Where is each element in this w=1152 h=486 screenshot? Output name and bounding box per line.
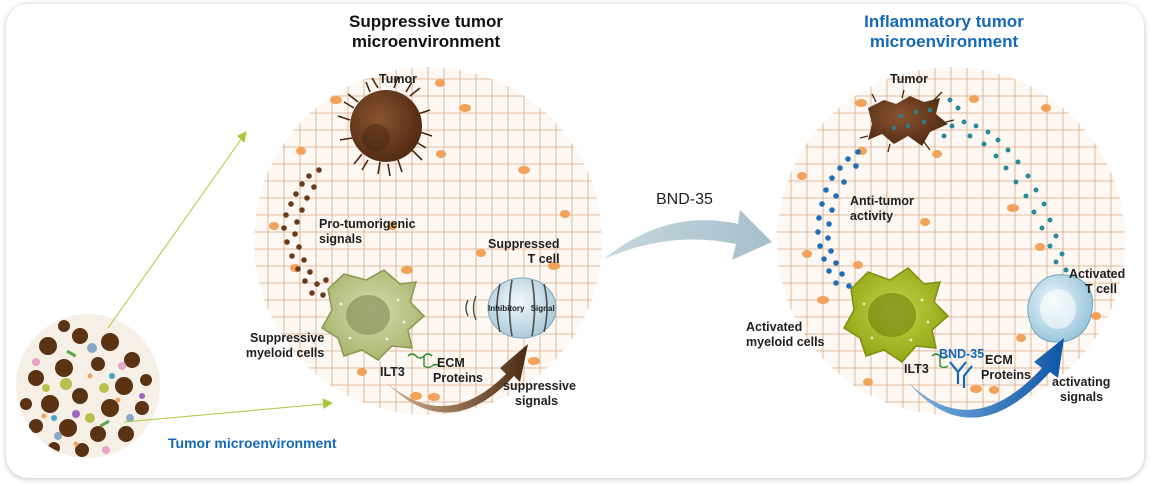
right-tumor-cell xyxy=(859,89,955,153)
suppressive-myeloid-line1: Suppressive xyxy=(250,331,325,345)
activated-myeloid-label: Activated myeloid cells xyxy=(746,320,825,350)
anti-tumor-dots xyxy=(815,149,861,289)
activating-signal-arrow xyxy=(908,338,1064,418)
suppressive-signals-line2: signals xyxy=(515,394,559,408)
anti-tumor-line2: activity xyxy=(850,209,894,223)
left-title-line2: microenvironment xyxy=(351,32,501,51)
right-title-line1: Inflammatory tumor xyxy=(864,12,1024,31)
anti-tumor-line1: Anti-tumor xyxy=(850,194,914,208)
suppressed-line2: T cell xyxy=(527,252,560,266)
left-tumor-label: Tumor xyxy=(379,72,417,86)
pro-tumorigenic-line1: Pro-tumorigenic xyxy=(319,217,416,231)
tumor-microenvironment-thumbnail xyxy=(16,314,160,458)
left-ecm-line2: Proteins xyxy=(433,371,484,385)
zoom-connector-arrows xyxy=(107,131,334,423)
activated-t-line2: T cell xyxy=(1085,282,1117,296)
bnd35-treatment-label: BND-35 xyxy=(656,191,713,208)
suppressive-signals-label: suppressive signals xyxy=(503,379,576,409)
right-matrix-grid xyxy=(777,67,1125,415)
right-bnd35-label: BND-35 xyxy=(939,347,985,361)
activated-myeloid-line2: myeloid cells xyxy=(746,335,825,349)
right-ecm-label: ECM Proteins xyxy=(981,353,1031,383)
activating-signals-label: activating signals xyxy=(1052,375,1110,405)
suppressed-t-cell-label: Suppressed T cell xyxy=(488,237,560,267)
activating-signals-line2: signals xyxy=(1060,390,1104,404)
pro-tumorigenic-dots xyxy=(281,167,329,298)
inhibitory-waves xyxy=(465,295,477,321)
activated-myeloid-cell xyxy=(842,267,950,363)
left-tumor-cell xyxy=(337,76,433,177)
left-panel-title: Suppressive tumor microenvironment xyxy=(336,12,516,52)
activating-dots xyxy=(941,97,1069,273)
signal-word: Signal xyxy=(530,304,555,313)
suppressive-myeloid-line2: myeloid cells xyxy=(245,346,325,360)
tumor-microenvironment-label: Tumor microenvironment xyxy=(168,435,337,451)
pro-tumorigenic-label: Pro-tumorigenic signals xyxy=(319,217,416,247)
suppressive-myeloid-label: Suppressive myeloid cells xyxy=(236,331,325,361)
left-ecm-line1: ECM xyxy=(437,356,465,370)
right-ecm-line2: Proteins xyxy=(981,368,1032,382)
bnd35-antibody xyxy=(949,361,973,388)
inhibitory-word: Inhibitory xyxy=(488,304,525,313)
figure-frame: Suppressive tumor microenvironment Infla… xyxy=(6,4,1144,478)
ilt3-receptor-left xyxy=(407,353,441,369)
pro-tumorigenic-line2: signals xyxy=(319,232,363,246)
suppressive-signals-line1: suppressive xyxy=(503,379,576,393)
right-title-line2: microenvironment xyxy=(869,32,1019,51)
activated-t-cell-label: Activated T cell xyxy=(1069,267,1125,297)
diagram-canvas xyxy=(16,67,1125,458)
suppressed-t-cell xyxy=(465,277,557,339)
anti-tumor-activity-label: Anti-tumor activity xyxy=(850,194,914,224)
right-panel-title: Inflammatory tumor microenvironment xyxy=(846,12,1042,52)
left-ecm-label: ECM Proteins xyxy=(433,356,483,386)
ilt3-receptor-right xyxy=(931,353,949,369)
activated-t-line1: Activated xyxy=(1069,267,1126,281)
bnd35-treatment-arrow xyxy=(604,210,772,260)
suppressed-line1: Suppressed xyxy=(488,237,560,251)
right-tumor-label: Tumor xyxy=(890,72,928,86)
inhibitory-signal-label: Inhibitory Signal xyxy=(488,301,555,316)
activated-myeloid-line1: Activated xyxy=(746,320,803,334)
suppressive-myeloid-cell xyxy=(320,269,426,361)
left-title-line1: Suppressive tumor xyxy=(349,12,503,31)
left-ecm-dots xyxy=(269,79,570,401)
right-ecm-dots xyxy=(797,95,1101,394)
activated-t-cell xyxy=(1027,274,1094,343)
right-ecm-line1: ECM xyxy=(985,353,1013,367)
activating-signals-line1: activating xyxy=(1052,375,1111,389)
left-ilt3-label: ILT3 xyxy=(380,365,405,379)
right-ilt3-label: ILT3 xyxy=(904,362,929,376)
